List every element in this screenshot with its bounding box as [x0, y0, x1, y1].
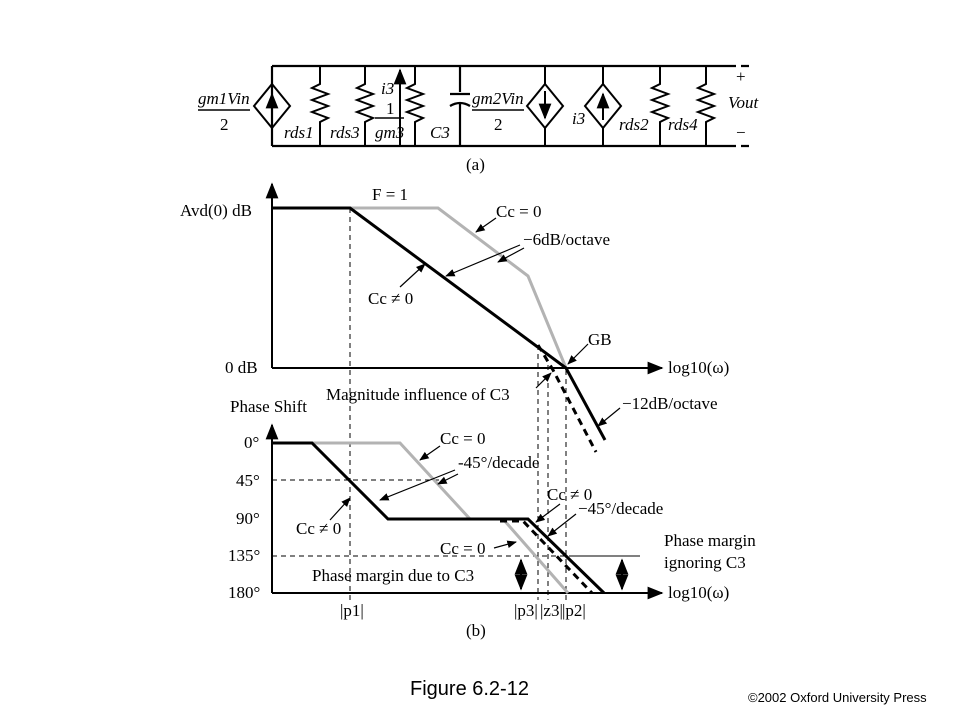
phase-plot: Phase Shift 0° 45° 90° 135° 180° Cc = 0 … — [228, 397, 756, 640]
f-equals-1-label: F = 1 — [372, 185, 408, 204]
phase-x-label: log10(ω) — [668, 583, 729, 602]
slope6-arrow-b — [497, 247, 525, 263]
resistor-rds1-icon — [309, 66, 331, 146]
tick-0: 0° — [244, 433, 259, 452]
i3-label: i3 — [381, 79, 394, 98]
magnitude-ccne0-curve — [272, 206, 607, 441]
z3-label: |z3| — [540, 601, 563, 620]
phase-ccne0-leader — [329, 497, 351, 521]
slope45-arrow-a — [379, 469, 456, 501]
phase-ccne0-label: Cc ≠ 0 — [296, 519, 341, 538]
resistor-rds4-icon — [695, 66, 717, 146]
magnitude-plot: Avd(0) dB 0 dB log10(ω) F = 1 Cc = 0 −6d… — [180, 182, 729, 600]
p2-label: |p2| — [562, 601, 586, 620]
mag-x-label: log10(ω) — [668, 358, 729, 377]
phase-cc0-label-b: Cc = 0 — [440, 539, 485, 558]
p3-label: |p3| — [514, 601, 538, 620]
current-source-1-icon — [252, 82, 292, 130]
gb-leader — [567, 343, 589, 365]
pm-ignoring-label-2: ignoring C3 — [664, 553, 746, 572]
slope12-leader — [597, 407, 621, 427]
resistor-rds3-icon — [354, 66, 376, 146]
src2-den: 2 — [494, 115, 503, 134]
panel-a-label: (a) — [466, 155, 485, 174]
magnitude-cc0-curve — [272, 206, 568, 369]
src2-num: gm2Vin — [472, 89, 524, 108]
rds1-label: rds1 — [284, 123, 314, 142]
slope45-arrow-b — [437, 473, 459, 485]
rds4-label: rds4 — [668, 115, 698, 134]
slope45b-leader — [547, 513, 577, 537]
src1-num: gm1Vin — [198, 89, 250, 108]
phase-ccne0-label-b: Cc ≠ 0 — [547, 485, 592, 504]
phase-ccne0-curve — [272, 441, 606, 595]
phase-title: Phase Shift — [230, 397, 307, 416]
copyright-notice: ©2002 Oxford University Press — [748, 690, 927, 705]
tick-135: 135° — [228, 546, 260, 565]
slope6-arrow-a — [445, 244, 521, 277]
mag-influence-leader — [535, 372, 552, 389]
gb-label: GB — [588, 330, 612, 349]
cc0-leader — [475, 217, 497, 233]
cc0-label: Cc = 0 — [496, 202, 541, 221]
small-signal-circuit: gm1Vin 2 rds1 rds3 i3 1 gm3 C3 gm2Vin 2 … — [198, 64, 760, 174]
ccne0-leader — [399, 263, 426, 288]
gm3-label: gm3 — [375, 123, 404, 142]
resistor-rds2-icon — [649, 66, 671, 146]
c3-label: C3 — [430, 123, 450, 142]
panel-b-label: (b) — [466, 621, 486, 640]
mag-influence-label: Magnitude influence of C3 — [326, 385, 510, 404]
slope-45b-label: −45°/decade — [578, 499, 663, 518]
zero-db-label: 0 dB — [225, 358, 258, 377]
slope-45-label: -45°/decade — [458, 453, 539, 472]
rds2-label: rds2 — [619, 115, 649, 134]
vout-plus: + — [736, 67, 746, 86]
avd-label: Avd(0) dB — [180, 201, 252, 220]
ccne0-label: Cc ≠ 0 — [368, 289, 413, 308]
phase-ccne0-b-leader — [535, 503, 561, 523]
slope-12db-label: −12dB/octave — [622, 394, 718, 413]
pm-ignoring-label-1: Phase margin — [664, 531, 756, 550]
phase-c3-curve — [500, 519, 594, 595]
magnitude-c3-curve — [536, 344, 598, 453]
one-label: 1 — [386, 99, 395, 118]
i3-b-label: i3 — [572, 109, 585, 128]
phase-cc0-label: Cc = 0 — [440, 429, 485, 448]
src1-den: 2 — [220, 115, 229, 134]
vout-label: Vout — [728, 93, 760, 112]
p1-label: |p1| — [340, 601, 364, 620]
vout-minus: − — [736, 123, 746, 142]
tick-90: 90° — [236, 509, 260, 528]
tick-180: 180° — [228, 583, 260, 602]
c3-plate-bottom — [449, 101, 471, 107]
rds3-label: rds3 — [330, 123, 360, 142]
phase-cc0-b-leader — [493, 540, 517, 549]
pm-due-label: Phase margin due to C3 — [312, 566, 474, 585]
resistor-gm3-icon — [404, 66, 426, 146]
tick-45: 45° — [236, 471, 260, 490]
phase-cc0-leader — [419, 445, 441, 461]
slope-6db-label: −6dB/octave — [523, 230, 610, 249]
figure-caption: Figure 6.2-12 — [410, 678, 529, 700]
